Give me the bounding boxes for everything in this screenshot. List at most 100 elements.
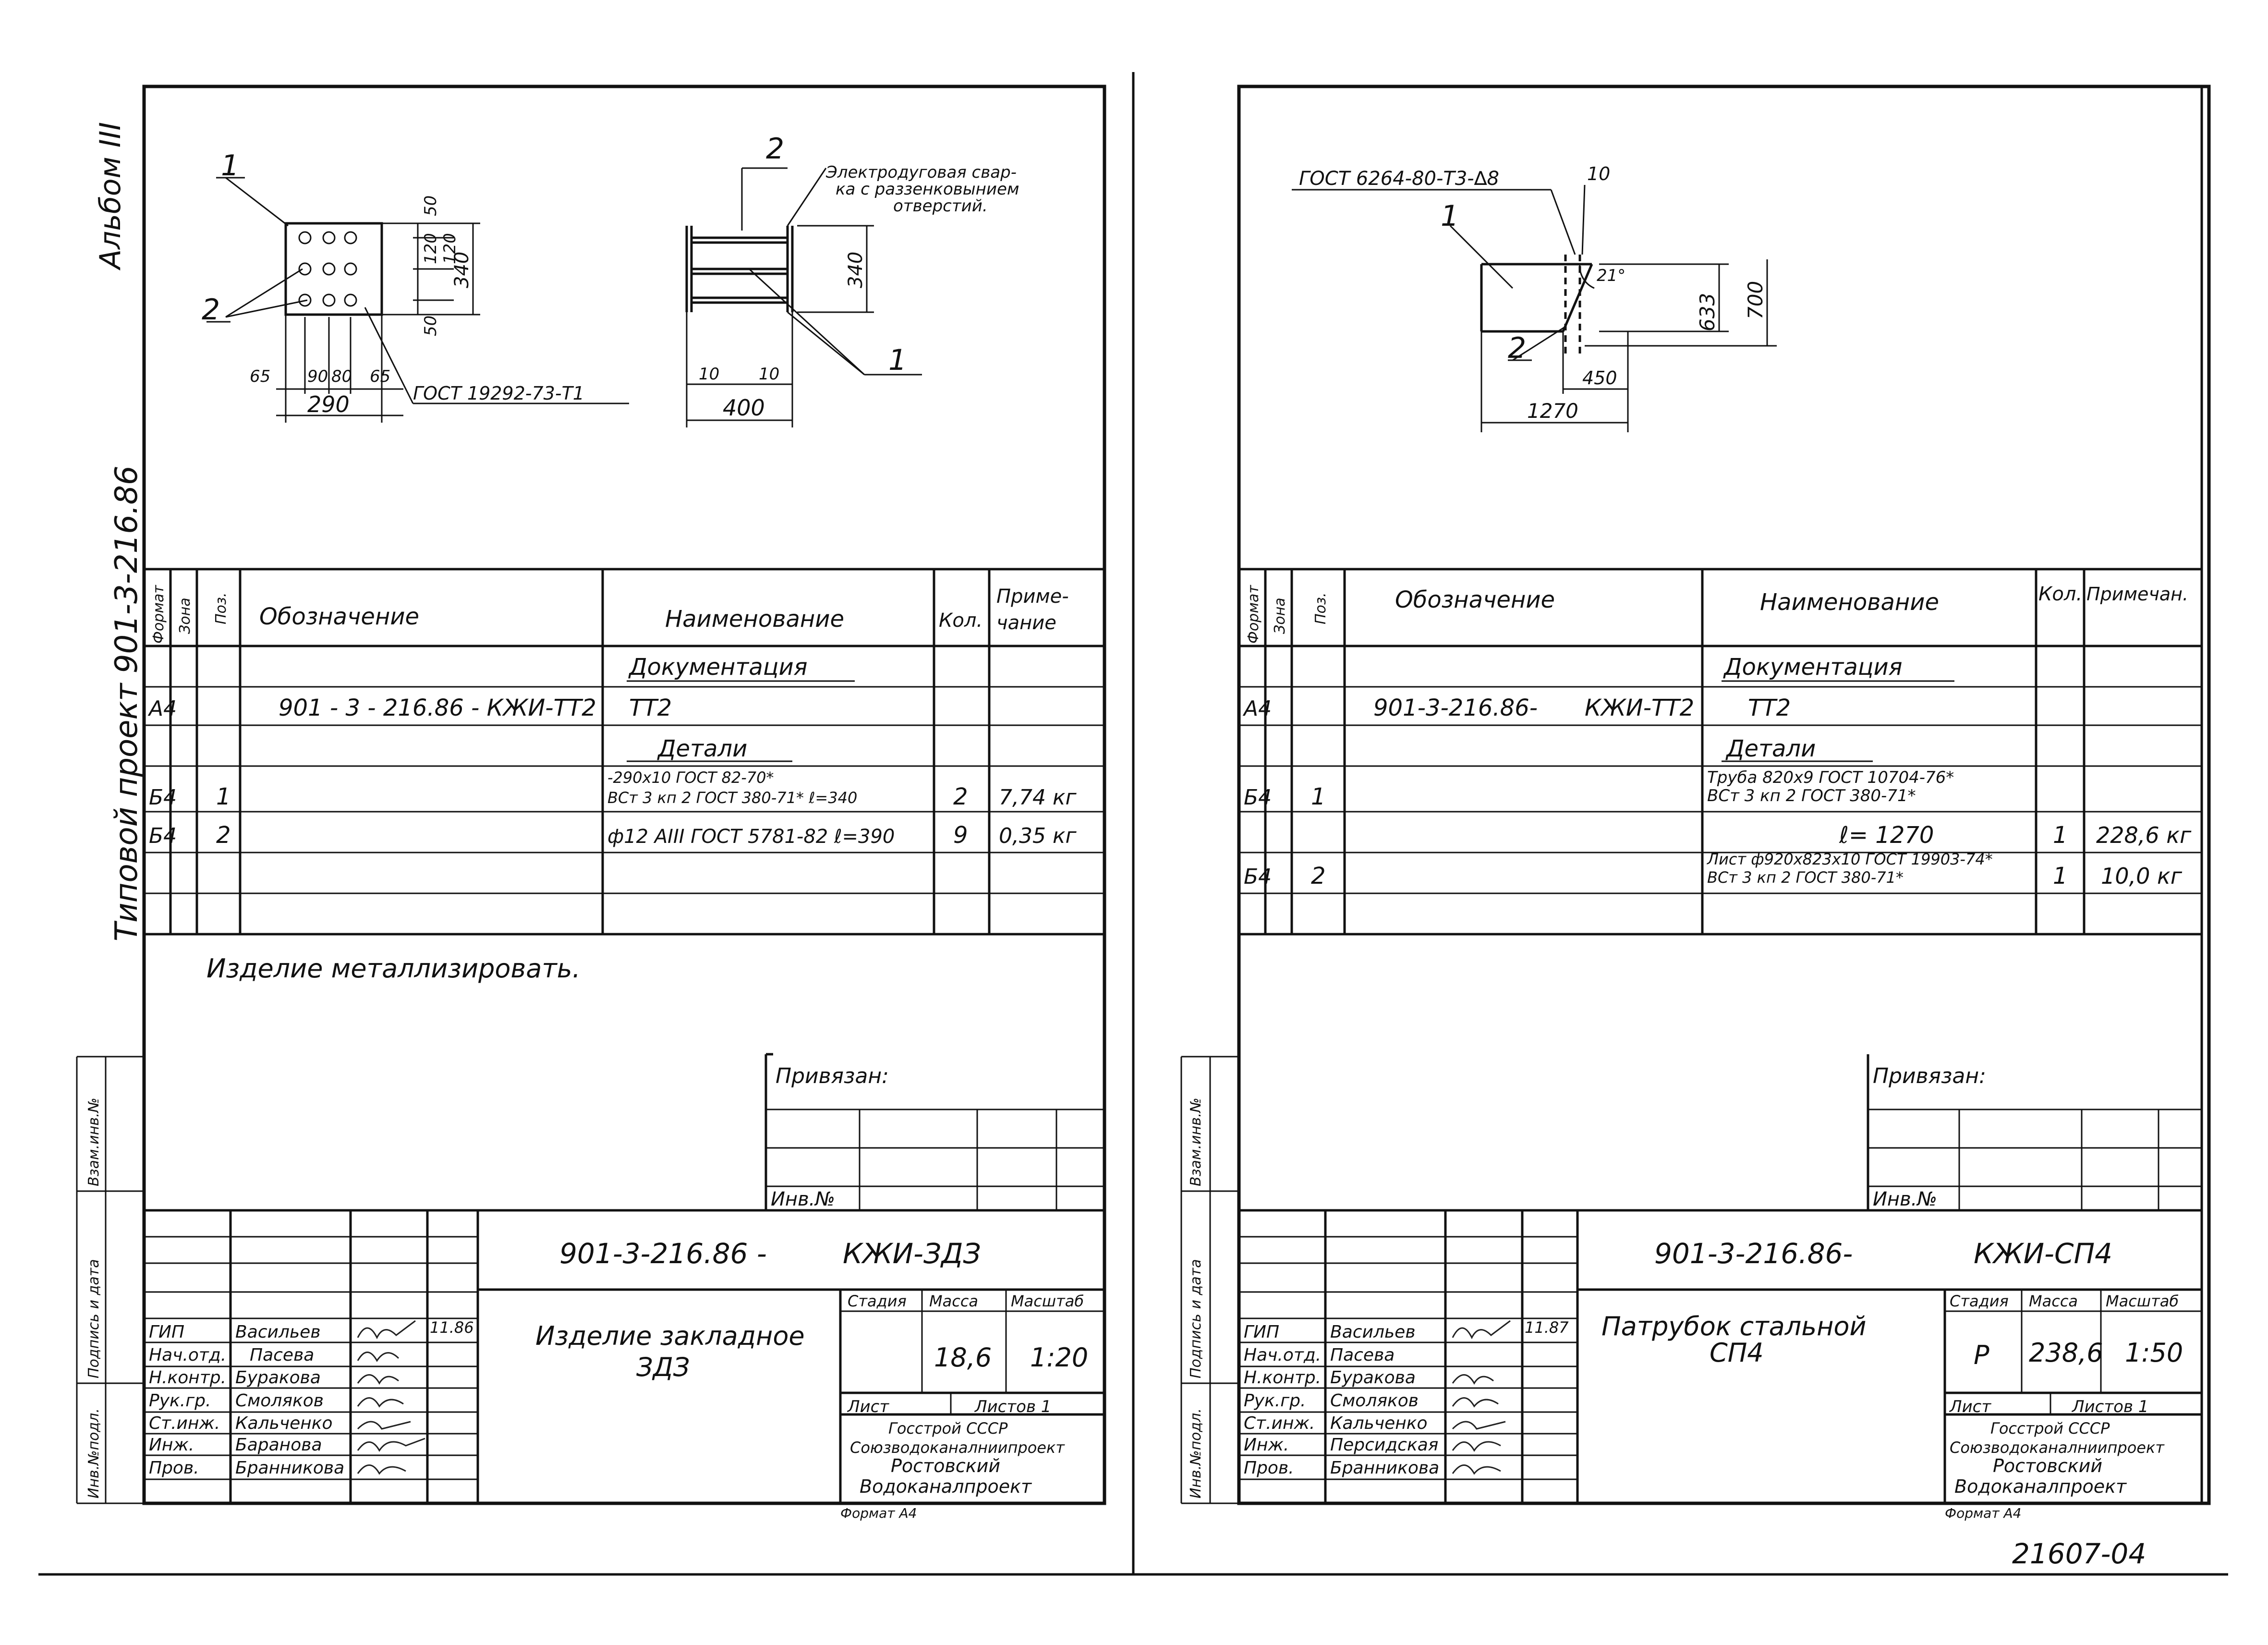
svg-text:9: 9 — [953, 822, 968, 849]
svg-text:2: 2 — [953, 783, 968, 810]
svg-text:11.87: 11.87 — [1525, 1318, 1569, 1337]
svg-text:18,6: 18,6 — [934, 1342, 992, 1373]
side-label-sign: Подпись и дата — [85, 1259, 102, 1379]
svg-text:Кол.: Кол. — [939, 609, 982, 632]
svg-text:Подпись и дата: Подпись и дата — [1188, 1259, 1204, 1379]
side-label-inv: Инв.№подл. — [85, 1408, 102, 1499]
left-bound-box: Привязан: Инв.№ — [764, 1053, 1104, 1210]
pipe-gost: ГОСТ 6264-80-Т3-∆8 — [1299, 168, 1499, 190]
svg-text:238,6: 238,6 — [2029, 1338, 2103, 1368]
svg-text:Ростовский: Ростовский — [1993, 1455, 2102, 1476]
svg-text:228,6 кг: 228,6 кг — [2096, 822, 2192, 848]
svg-text:Зона: Зона — [177, 597, 194, 634]
svg-text:Поз.: Поз. — [213, 593, 230, 624]
svg-text:450: 450 — [1582, 367, 1617, 389]
svg-text:50: 50 — [421, 316, 440, 336]
svg-text:Нач.отд.: Нач.отд. — [1244, 1345, 1321, 1365]
callout-2-side: 2 — [766, 132, 784, 166]
callout-2-pipe: 2 — [1508, 331, 1526, 365]
svg-text:ВСт 3 кп 2 ГОСТ 380-71* ℓ=340: ВСт 3 кп 2 ГОСТ 380-71* ℓ=340 — [607, 789, 857, 807]
svg-text:90: 90 — [307, 367, 328, 386]
svg-text:Формат А4: Формат А4 — [840, 1505, 917, 1521]
svg-text:Масштаб: Масштаб — [1011, 1292, 1084, 1310]
svg-text:80: 80 — [331, 367, 352, 386]
svg-text:Васильев: Васильев — [235, 1322, 321, 1342]
svg-text:10,0 кг: 10,0 кг — [2101, 863, 2183, 889]
svg-text:Патрубок стальной: Патрубок стальной — [1601, 1311, 1867, 1341]
svg-text:Союзводоканалниипроект: Союзводоканалниипроект — [1950, 1438, 2165, 1457]
svg-text:Масса: Масса — [2029, 1292, 2078, 1310]
svg-text:Пров.: Пров. — [149, 1458, 199, 1478]
svg-text:2: 2 — [1311, 863, 1326, 890]
svg-text:ф12 АIII ГОСТ 5781-82 ℓ=390: ф12 АIII ГОСТ 5781-82 ℓ=390 — [607, 826, 895, 848]
svg-text:Рук.гр.: Рук.гр. — [149, 1391, 211, 1411]
right-spec-table: Формат Зона Поз. Обозначение Наименовани… — [1239, 568, 2202, 936]
svg-text:120: 120 — [440, 233, 460, 264]
svg-text:Б4: Б4 — [149, 785, 177, 810]
svg-text:отверстий.: отверстий. — [893, 196, 988, 216]
svg-text:Б4: Б4 — [1244, 785, 1272, 810]
svg-text:ТТ2: ТТ2 — [629, 695, 672, 721]
svg-text:А4: А4 — [1242, 696, 1272, 721]
svg-text:Труба 820х9 ГОСТ 10704-76*: Труба 820х9 ГОСТ 10704-76* — [1707, 768, 1954, 787]
svg-text:Инж.: Инж. — [149, 1435, 194, 1455]
svg-text:340: 340 — [845, 252, 867, 288]
svg-text:Буракова: Буракова — [235, 1368, 321, 1388]
svg-text:10: 10 — [1587, 163, 1610, 184]
svg-text:Кол.: Кол. — [2038, 583, 2082, 605]
svg-text:Инж.: Инж. — [1244, 1435, 1289, 1455]
plate-side-view: 2 1 Электродуговая свар- ка с раззенковы… — [685, 132, 1019, 427]
svg-text:65: 65 — [370, 367, 390, 386]
svg-text:Стадия: Стадия — [1950, 1292, 2009, 1310]
svg-text:КЖИ-ЗДЗ: КЖИ-ЗДЗ — [843, 1237, 981, 1270]
svg-text:10: 10 — [759, 365, 779, 384]
svg-text:Формат А4: Формат А4 — [1945, 1505, 2021, 1521]
svg-text:ТТ2: ТТ2 — [1748, 695, 1791, 721]
svg-text:1270: 1270 — [1527, 399, 1578, 423]
svg-text:1:50: 1:50 — [2125, 1338, 2183, 1368]
svg-text:Б4: Б4 — [149, 824, 177, 848]
pipe-drawing: ГОСТ 6264-80-Т3-∆8 1 2 10 21° 633 700 45… — [1292, 163, 1777, 432]
svg-text:11.86: 11.86 — [430, 1318, 474, 1337]
svg-text:Электродуговая свар-: Электродуговая свар- — [825, 163, 1017, 182]
svg-text:400: 400 — [723, 395, 765, 421]
svg-text:чание: чание — [996, 612, 1056, 634]
svg-text:65: 65 — [250, 367, 270, 386]
svg-text:700: 700 — [1744, 281, 1767, 319]
right-staff-list: ГИП Васильев Нач.отд. Пасева Н.контр. Бу… — [1244, 1322, 1439, 1478]
svg-text:Водоканалпроект: Водоканалпроект — [1954, 1476, 2127, 1497]
svg-text:Приме-: Приме- — [996, 585, 1069, 608]
svg-text:Листов 1: Листов 1 — [974, 1397, 1051, 1416]
svg-text:901-3-216.86-: 901-3-216.86- — [1373, 695, 1538, 721]
right-sheet: Инв.№подл. Подпись и дата Взам.инв.№ — [1180, 85, 2211, 1521]
svg-text:Ст.инж.: Ст.инж. — [149, 1413, 220, 1433]
svg-text:21°: 21° — [1597, 266, 1625, 285]
left-staff-list: ГИП Васильев Нач.отд. Пасева Н.контр. Бу… — [149, 1322, 344, 1478]
svg-text:КЖИ-ТТ2: КЖИ-ТТ2 — [1585, 695, 1694, 721]
svg-text:340: 340 — [451, 252, 473, 288]
svg-text:Примечан.: Примечан. — [2086, 584, 2188, 605]
svg-text:1: 1 — [1311, 783, 1326, 810]
project-label: Типовой проект 901-3-216.86 — [109, 465, 145, 941]
svg-text:Лист: Лист — [847, 1397, 889, 1416]
callout-1-side: 1 — [888, 343, 907, 377]
svg-text:Обозначение: Обозначение — [1395, 586, 1555, 613]
svg-text:Госстрой СССР: Госстрой СССР — [888, 1419, 1008, 1438]
svg-text:Кальченко: Кальченко — [1330, 1413, 1428, 1433]
svg-text:Бранникова: Бранникова — [1330, 1458, 1439, 1478]
svg-text:Взам.инв.№: Взам.инв.№ — [1188, 1097, 1204, 1186]
svg-text:ℓ= 1270: ℓ= 1270 — [1839, 822, 1934, 849]
svg-text:633: 633 — [1696, 293, 1719, 331]
svg-text:1: 1 — [216, 783, 231, 810]
svg-text:Привязан:: Привязан: — [1873, 1064, 1986, 1088]
svg-text:Масштаб: Масштаб — [2106, 1292, 2179, 1310]
right-bound-box: Привязан: Инв.№ — [1867, 1054, 2202, 1210]
svg-text:0,35 кг: 0,35 кг — [999, 824, 1077, 848]
gost-plate: ГОСТ 19292-73-Т1 — [413, 383, 584, 404]
svg-text:Лист: Лист — [1949, 1397, 1991, 1416]
svg-text:Лист ф920х823х10 ГОСТ 19903-74: Лист ф920х823х10 ГОСТ 19903-74* — [1707, 850, 1993, 868]
svg-text:Ст.инж.: Ст.инж. — [1244, 1413, 1315, 1433]
svg-text:Изделие закладное: Изделие закладное — [535, 1321, 805, 1351]
svg-text:ЗДЗ: ЗДЗ — [636, 1352, 690, 1382]
svg-text:Нач.отд.: Нач.отд. — [149, 1345, 226, 1365]
